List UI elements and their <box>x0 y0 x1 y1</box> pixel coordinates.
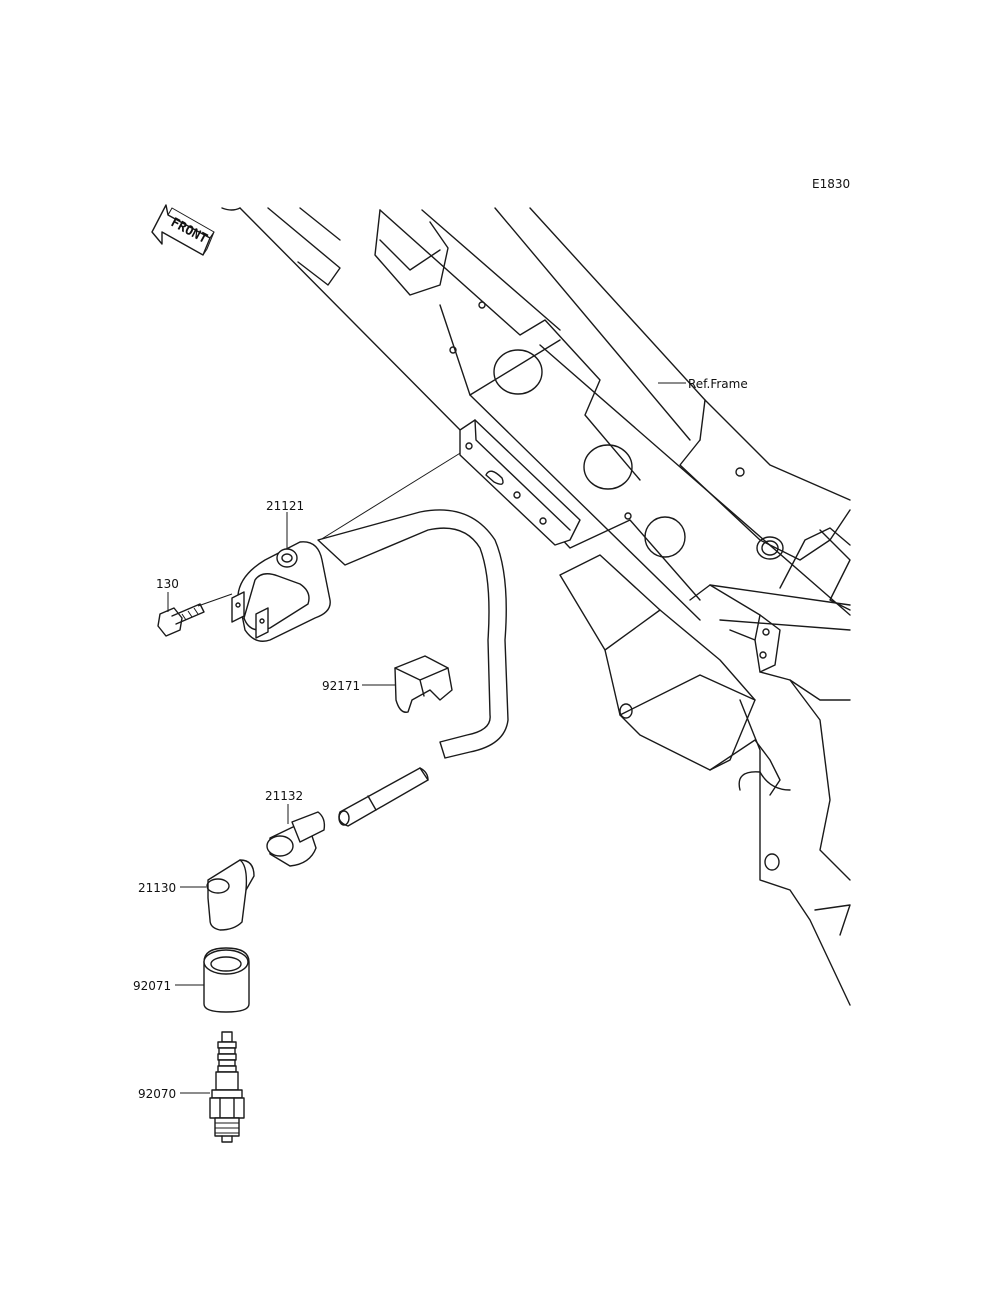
ignition-coil[interactable] <box>231 509 509 759</box>
frame-tab <box>459 419 581 546</box>
part-label-92171: 92171 <box>322 679 360 693</box>
clamp-92171[interactable] <box>394 655 453 713</box>
boot-92071[interactable] <box>203 947 250 1013</box>
spark-plug-92070[interactable] <box>209 1031 245 1143</box>
ref-frame-label: Ref.Frame <box>688 377 748 391</box>
elbow-cap-21130[interactable] <box>206 859 255 931</box>
part-label-92071: 92071 <box>133 979 171 993</box>
part-label-21130: 21130 <box>138 881 176 895</box>
front-arrow-icon: FRONT <box>151 204 215 256</box>
bolt-path-line <box>197 593 233 607</box>
mount-path-line <box>319 446 471 541</box>
plug-cap-21132[interactable] <box>266 811 326 867</box>
bolt-130[interactable] <box>157 603 205 637</box>
frame-reference <box>221 207 851 1006</box>
part-label-21121: 21121 <box>266 499 304 513</box>
part-label-92070: 92070 <box>138 1087 176 1101</box>
part-label-130: 130 <box>156 577 179 591</box>
part-label-21132: 21132 <box>265 789 303 803</box>
high-tension-lead[interactable] <box>338 767 429 827</box>
diagram-id: E1830 <box>812 177 850 191</box>
